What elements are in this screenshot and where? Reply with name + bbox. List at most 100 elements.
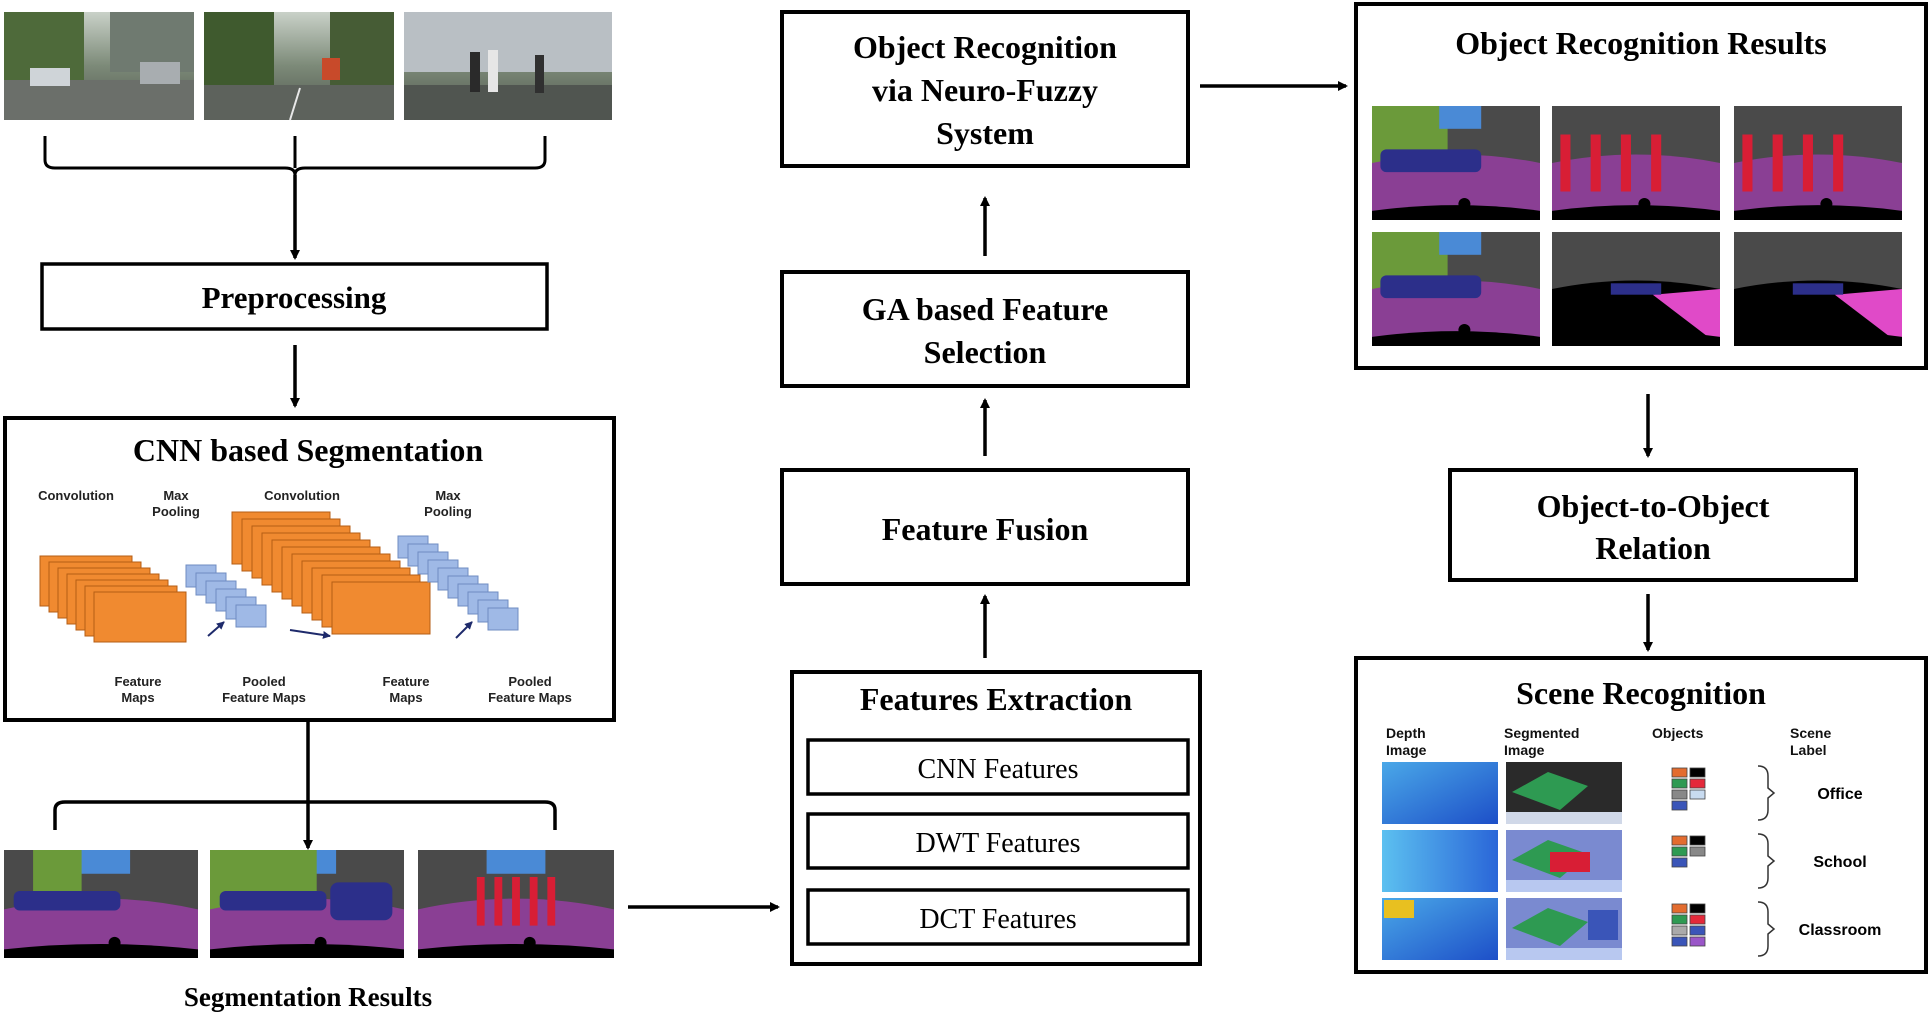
feature-maps-label: Feature <box>115 674 162 689</box>
feature-map-layer <box>331 581 431 635</box>
scene-recognition-title: Scene Recognition <box>1516 675 1766 711</box>
object-swatch <box>1671 925 1688 936</box>
sky-region <box>71 850 131 874</box>
road-region <box>418 898 614 958</box>
segmented-scene-image <box>1506 898 1622 960</box>
marker-dot <box>108 936 121 949</box>
car-region <box>1792 283 1844 295</box>
object-swatch <box>1671 903 1688 914</box>
col-depth-header: Depth <box>1386 725 1426 741</box>
marker-dot <box>1638 324 1651 337</box>
object-recognition-box <box>780 10 1190 168</box>
object-swatch <box>1689 903 1706 914</box>
object-swatch <box>1671 778 1688 789</box>
scene-brace <box>1757 833 1776 889</box>
pooled-maps-label: Pooled <box>508 674 551 689</box>
hood-region <box>1552 331 1720 346</box>
car-region <box>13 891 121 911</box>
person-region <box>547 877 556 926</box>
object-region <box>1550 852 1590 872</box>
ga-feature-selection-box <box>780 270 1190 388</box>
object-recognition-label: System <box>936 115 1034 151</box>
pooled-maps-stack <box>185 564 267 628</box>
object-recognition-results-title: Object Recognition Results <box>1455 25 1827 61</box>
marker-dot <box>1820 324 1833 337</box>
input-photos <box>4 12 612 121</box>
street-photo <box>404 12 612 120</box>
dct-features-box <box>806 888 1190 946</box>
hood-region <box>4 943 198 958</box>
col-label-header: Scene <box>1790 725 1831 741</box>
object-region <box>1512 908 1588 946</box>
object-swatch <box>1689 846 1706 857</box>
object-recognition-label: Object Recognition <box>853 29 1117 65</box>
person-region <box>1833 134 1844 192</box>
segmented-image <box>4 850 198 958</box>
dct-features-label: DCT Features <box>919 904 1076 935</box>
feature-maps-stack <box>231 511 431 635</box>
person-region <box>1620 134 1631 192</box>
marker-dot <box>1638 198 1651 211</box>
sidewalk-region <box>1652 289 1720 346</box>
depth-image <box>1382 762 1498 824</box>
segmented-scene-image <box>1506 762 1622 824</box>
person-region <box>512 877 520 926</box>
col-objects-header: Objects <box>1652 725 1704 741</box>
street-photo <box>204 12 394 121</box>
depth-fill <box>1382 762 1498 824</box>
object-swatch <box>1689 925 1706 936</box>
person-region <box>1742 134 1753 192</box>
segmented-image <box>210 850 404 958</box>
bracket <box>293 136 547 176</box>
pooled-maps-label: Pooled <box>242 674 285 689</box>
scene-row: School <box>1382 830 1867 892</box>
features-extraction-title: Features Extraction <box>860 681 1132 717</box>
recognition-image <box>1734 106 1902 220</box>
convolution-label: Convolution <box>264 488 340 503</box>
scene-label: Office <box>1817 786 1862 803</box>
object-swatch <box>1671 800 1688 811</box>
feature-fusion-label: Feature Fusion <box>882 511 1089 547</box>
col-label-header: Label <box>1790 742 1827 758</box>
cnn-flow-arrow <box>455 621 473 639</box>
cnn-layer-labels: Convolution Max Pooling Convolution Max … <box>38 488 572 705</box>
object-swatch <box>1671 789 1688 800</box>
object-relation-box <box>1448 468 1858 582</box>
sidewalk-region <box>1834 289 1902 346</box>
col-segmented-header: Image <box>1504 742 1545 758</box>
cnn-flow-arrow <box>289 629 331 639</box>
cnn-features-label: CNN Features <box>918 754 1079 785</box>
object-relation-label: Object-to-Object <box>1537 488 1770 524</box>
feature-map-layer <box>93 591 187 643</box>
pooled-maps-label: Feature Maps <box>488 690 572 705</box>
feature-map-layer <box>487 607 519 631</box>
scene-row: Office <box>1382 762 1863 824</box>
scene-brace <box>1757 765 1776 821</box>
depth-image <box>1382 830 1498 892</box>
object-swatch <box>1671 835 1688 846</box>
sky-region <box>1439 106 1482 129</box>
object-swatch <box>1689 835 1706 846</box>
marker-dot <box>1458 198 1471 211</box>
col-segmented-header: Segmented <box>1504 725 1579 741</box>
recognition-result-images <box>1372 106 1902 346</box>
object-swatch <box>1689 789 1706 800</box>
floor-region <box>1506 880 1622 892</box>
feature-maps-label: Maps <box>389 690 422 705</box>
car-region <box>1380 275 1482 299</box>
road-region <box>4 898 198 958</box>
scene-row: Classroom <box>1382 898 1881 960</box>
object-swatch <box>1671 936 1688 947</box>
hood-region <box>1372 205 1540 220</box>
object-swatch <box>1671 914 1688 925</box>
feature-maps-label: Maps <box>121 690 154 705</box>
object-relation-label: Relation <box>1595 530 1711 566</box>
car-region <box>1380 149 1482 173</box>
hood-region <box>1552 205 1720 220</box>
feature-map-layer <box>235 604 267 628</box>
cnn-segmentation-title: CNN based Segmentation <box>133 432 483 468</box>
recognition-image <box>1552 106 1720 220</box>
depth-image <box>1382 898 1498 960</box>
object-swatch <box>1689 936 1706 947</box>
